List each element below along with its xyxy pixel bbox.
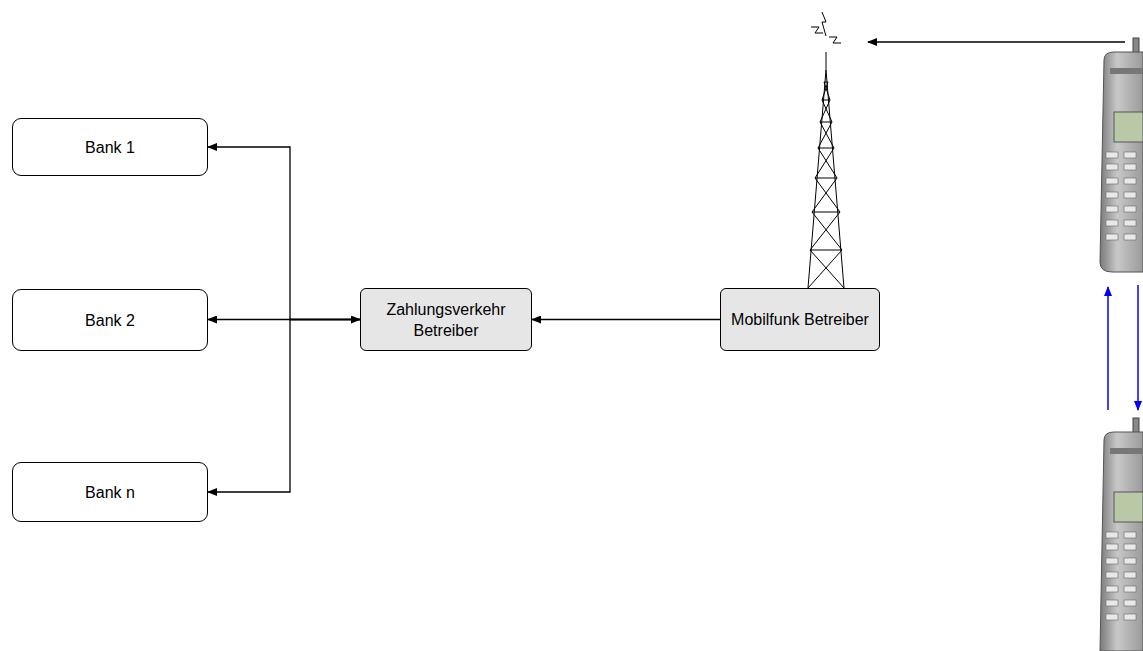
radio-tower [808,12,844,288]
mobile-phone [1100,418,1143,651]
mobile-phone [1100,38,1143,272]
node-label: Bank n [85,482,135,503]
connector-arrow [208,320,360,493]
node-label: Mobilfunk Betreiber [731,309,869,330]
phone-link-arrow [1137,285,1139,410]
bank-box: Bank 1 [12,118,208,176]
operator-box: Mobilfunk Betreiber [720,288,880,351]
node-label: Bank 2 [85,310,135,331]
node-label: Bank 1 [85,137,135,158]
phone-link-arrow [1107,287,1109,410]
bank-box: Bank n [12,462,208,522]
connector-arrow [532,319,720,320]
bank-box: Bank 2 [12,289,208,351]
operator-box: Zahlungsverkehr Betreiber [360,288,532,351]
radio-link-arrow [868,41,1125,42]
node-label: Zahlungsverkehr Betreiber [361,299,531,341]
connector-arrow [208,147,360,320]
